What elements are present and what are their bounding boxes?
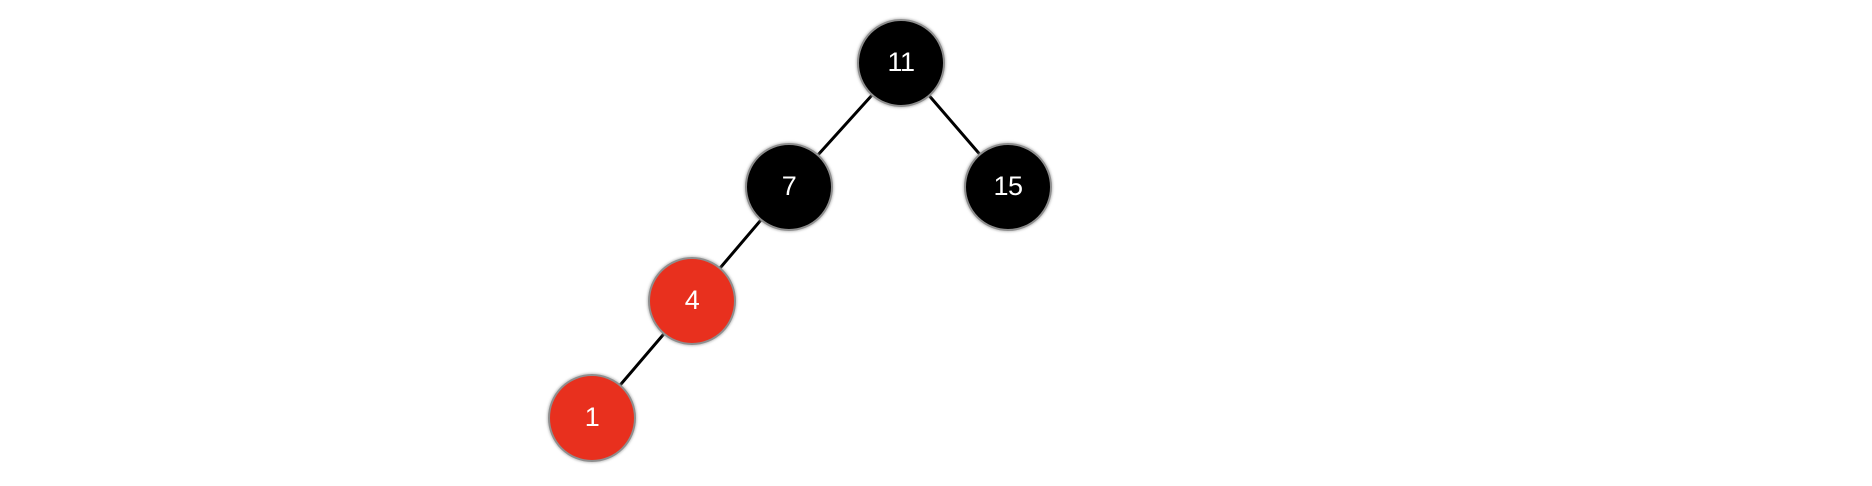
tree-node-7[interactable]: 7 [745, 143, 833, 231]
tree-node-label: 4 [684, 284, 700, 315]
tree-node-1[interactable]: 1 [548, 374, 636, 462]
tree-node-label: 7 [781, 170, 797, 201]
tree-node-label: 11 [887, 46, 915, 77]
tree-node-15[interactable]: 15 [964, 143, 1052, 231]
tree-node-11[interactable]: 11 [857, 19, 945, 107]
tree-node-label: 15 [993, 170, 1023, 201]
tree-node-4[interactable]: 4 [648, 257, 736, 345]
tree-node-label: 1 [584, 401, 600, 432]
